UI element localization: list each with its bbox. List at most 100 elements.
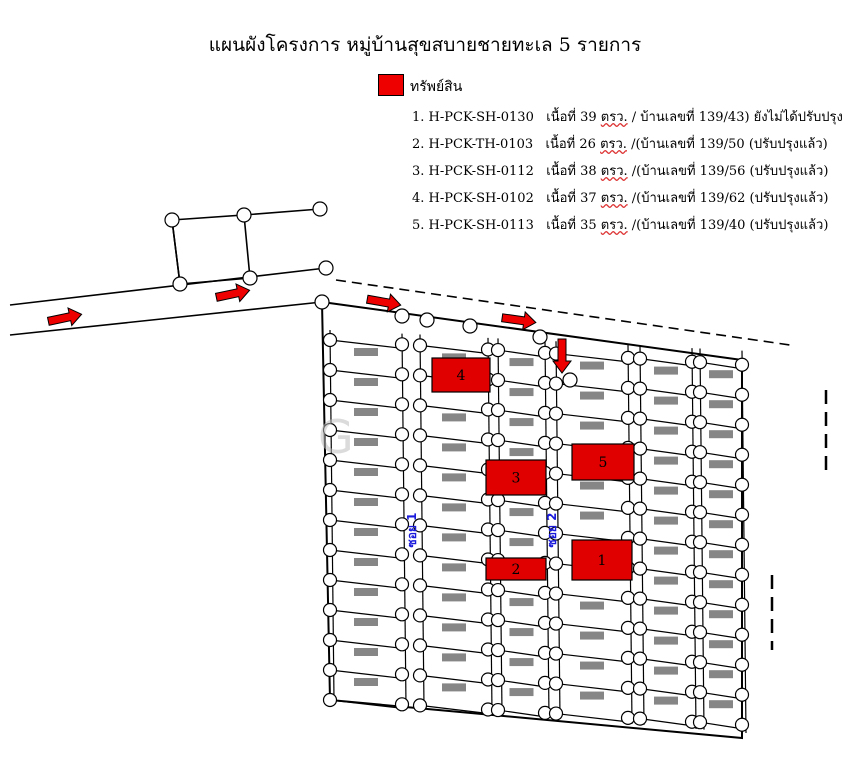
parcel-line	[419, 344, 489, 355]
survey-marker	[692, 475, 708, 490]
parcel-number-scribble	[709, 640, 733, 649]
survey-marker	[620, 590, 636, 605]
parcel-line	[419, 524, 489, 535]
legend-label: ทรัพย์สิน	[410, 79, 463, 95]
survey-marker	[394, 397, 410, 412]
survey-marker	[394, 427, 410, 442]
parcel-line	[639, 658, 693, 667]
asset-code: 5. H-PCK-SH-0113	[412, 218, 534, 233]
parcel-line	[419, 464, 489, 475]
asset-lot-number: 5	[599, 455, 608, 471]
list-item: 2. H-PCK-TH-0103 เนื้อที่ 26 ตรว. /(บ้าน…	[412, 131, 843, 158]
parcel-line	[555, 352, 629, 363]
survey-marker	[734, 597, 750, 612]
watermark-text: G	[318, 410, 356, 464]
parcel-number-scribble	[709, 700, 733, 709]
parcel-number-scribble	[709, 550, 733, 559]
parcel-line	[329, 639, 403, 649]
parcel-line	[497, 439, 546, 448]
asset-area: เนื้อที่ 35	[546, 218, 597, 233]
road-label-soi-1: ซอย 1	[405, 513, 419, 548]
survey-marker	[620, 410, 636, 425]
parcel-line	[329, 459, 403, 469]
page-title: แผนผังโครงการ หมู่บ้านสุขสบายชายทะเล 5 ร…	[208, 34, 642, 56]
parcel-number-scribble	[654, 606, 678, 615]
asset-code: 2. H-PCK-TH-0103	[412, 137, 534, 152]
parcel-number-scribble	[509, 658, 534, 667]
survey-marker	[322, 332, 338, 348]
parcel-number-scribble	[442, 683, 466, 692]
parcel-number-scribble	[442, 593, 466, 602]
parcel-number-scribble	[354, 528, 378, 536]
list-item: 5. H-PCK-SH-0113 เนื้อที่ 35 ตรว. /(บ้าน…	[412, 212, 843, 239]
survey-marker	[734, 447, 750, 462]
parcel-number-scribble	[654, 576, 678, 585]
survey-marker	[490, 612, 506, 628]
survey-marker	[548, 556, 564, 571]
parcel-line	[329, 519, 403, 529]
survey-marker	[548, 676, 564, 691]
parcel-line	[497, 649, 546, 658]
survey-marker	[412, 608, 428, 623]
survey-marker	[419, 312, 435, 328]
survey-marker	[632, 561, 648, 576]
survey-marker	[632, 681, 648, 696]
direction-arrow	[365, 293, 402, 313]
survey-marker	[490, 582, 506, 598]
survey-marker	[412, 518, 428, 533]
survey-marker	[692, 715, 708, 730]
survey-marker	[394, 577, 410, 592]
survey-marker	[322, 632, 338, 648]
survey-marker	[548, 646, 564, 661]
survey-marker	[734, 657, 750, 672]
parcel-number-scribble	[509, 508, 534, 517]
parcel-number-scribble	[709, 460, 733, 469]
survey-marker	[394, 487, 410, 502]
parcel-number-scribble	[354, 498, 378, 506]
survey-marker	[322, 362, 338, 378]
asset-lot-number: 1	[598, 553, 607, 569]
asset-list: 1. H-PCK-SH-0130 เนื้อที่ 39 ตรว. / บ้าน…	[412, 104, 843, 239]
survey-marker	[322, 512, 338, 528]
survey-marker	[548, 466, 564, 481]
survey-marker	[548, 706, 564, 721]
parcel-number-scribble	[509, 448, 534, 457]
survey-marker	[632, 441, 648, 456]
survey-marker	[632, 471, 648, 486]
parcel-number-scribble	[709, 400, 733, 409]
survey-marker	[242, 270, 258, 286]
parcel-number-scribble	[654, 486, 678, 495]
parcel-line	[419, 494, 489, 505]
parcel-line	[329, 399, 403, 409]
parcel-line	[555, 592, 629, 603]
survey-marker	[412, 428, 428, 443]
parcel-line	[329, 429, 403, 439]
survey-marker	[734, 567, 750, 582]
survey-marker	[490, 432, 506, 448]
survey-marker	[236, 207, 252, 223]
parcel-number-scribble	[654, 696, 678, 705]
top-parcel-edge	[243, 208, 321, 216]
survey-marker	[322, 452, 338, 468]
parcel-number-scribble	[580, 631, 604, 640]
parcel-line	[419, 434, 489, 445]
survey-marker	[490, 702, 506, 718]
survey-marker	[692, 595, 708, 610]
survey-marker	[620, 710, 636, 725]
survey-marker	[412, 398, 428, 413]
survey-marker	[620, 380, 636, 395]
parcel-line	[419, 554, 489, 565]
asset-detail: /(บ้านเลขที่ 139/62 (ปรับปรุงแล้ว)	[631, 191, 829, 206]
survey-marker	[490, 342, 506, 358]
road-label-soi-2: ซอย 2	[545, 513, 559, 548]
survey-marker	[394, 457, 410, 472]
parcel-line	[497, 679, 546, 688]
survey-marker	[692, 625, 708, 640]
survey-marker	[632, 591, 648, 606]
parcel-number-scribble	[654, 516, 678, 525]
estate-outline	[321, 301, 743, 740]
survey-marker	[322, 482, 338, 498]
direction-arrow	[552, 338, 572, 374]
parcel-line	[639, 568, 693, 577]
parcel-number-scribble	[580, 481, 604, 490]
